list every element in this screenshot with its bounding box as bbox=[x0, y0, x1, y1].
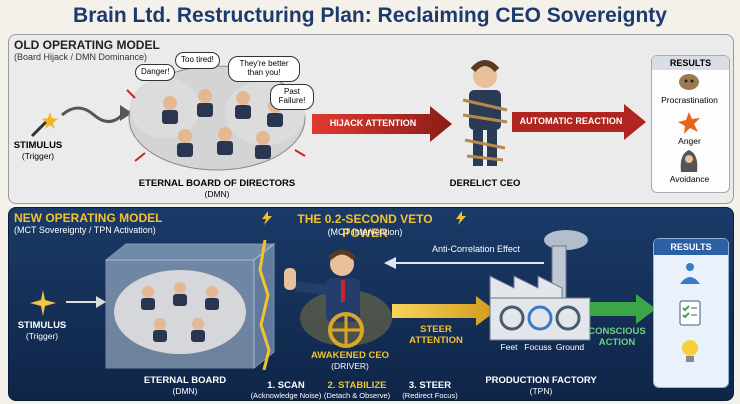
glass-cube bbox=[104, 242, 276, 370]
wand-icon bbox=[30, 112, 58, 138]
stimulus-arrow bbox=[61, 105, 132, 123]
anti-correlation-label: Anti-Correlation Effect bbox=[432, 244, 520, 254]
bubble-past-failure: Past Failure! bbox=[270, 84, 314, 110]
checklist-icon bbox=[679, 300, 701, 326]
veto-sub: (MCT Intervention) bbox=[327, 227, 403, 237]
step-scan: 1. SCAN bbox=[267, 380, 305, 391]
lightning-icon bbox=[456, 211, 466, 225]
bubble-danger: Danger! bbox=[135, 64, 176, 81]
hijack-arrow bbox=[312, 106, 452, 142]
old-model-subheader: (Board Hijack / DMN Dominance) bbox=[14, 52, 148, 62]
step-stabilize-sub: (Detach & Observe) bbox=[323, 391, 391, 400]
sloth-icon bbox=[679, 74, 699, 90]
old-model-header: OLD OPERATING MODEL bbox=[14, 38, 160, 52]
old-board-label: ETERNAL BOARD OF DIRECTORS bbox=[138, 178, 296, 189]
steer-arrow bbox=[392, 296, 496, 326]
bubble-too-tired: Too tired! bbox=[175, 52, 220, 69]
awakened-ceo-sub: (DRIVER) bbox=[331, 361, 369, 371]
lightning-icon bbox=[262, 211, 272, 225]
new-board-label: ETERNAL BOARD bbox=[143, 375, 227, 386]
step-stabilize: 2. STABILIZE bbox=[327, 380, 387, 391]
anti-correlation-arrow bbox=[384, 257, 544, 269]
bubble-better-than-you: They're better than you! bbox=[228, 56, 300, 82]
result-avoidance: Avoidance bbox=[669, 174, 710, 184]
reaction-arrow bbox=[512, 104, 646, 140]
result-procrastination: Procrastination bbox=[661, 95, 718, 105]
steer-label: STEER ATTENTION bbox=[409, 324, 463, 346]
reaction-label: AUTOMATIC REACTION bbox=[519, 116, 623, 126]
gear-ground: Ground bbox=[555, 342, 585, 352]
old-stimulus-sub: (Trigger) bbox=[21, 151, 55, 161]
spark-icon bbox=[30, 290, 56, 316]
veto-barrier bbox=[258, 240, 271, 370]
veto-title: THE 0.2-SECOND VETO POWER bbox=[297, 212, 433, 240]
conscious-arrow bbox=[590, 294, 656, 324]
factory-label: PRODUCTION FACTORY bbox=[485, 375, 597, 386]
factory-icon bbox=[489, 230, 591, 341]
new-results-header: RESULTS bbox=[654, 239, 728, 255]
hooded-figure-icon bbox=[680, 150, 698, 172]
derelict-ceo-figure bbox=[462, 60, 508, 166]
gear-focuss: Focuss bbox=[524, 342, 552, 352]
derelict-ceo-label: DERELICT CEO bbox=[449, 178, 521, 189]
old-results-header: RESULTS bbox=[652, 56, 729, 70]
new-model-subheader: (MCT Sovereignty / TPN Activation) bbox=[14, 225, 156, 235]
step-steer-sub: (Redirect Focus) bbox=[402, 391, 458, 400]
meditation-icon bbox=[680, 263, 700, 284]
new-stimulus-arrow bbox=[66, 296, 106, 308]
factory-sub: (TPN) bbox=[529, 386, 553, 396]
conscious-label: CONSCIOUS ACTION bbox=[588, 326, 646, 348]
old-stimulus-label: STIMULUS bbox=[13, 140, 63, 151]
new-board-sub: (DMN) bbox=[172, 386, 198, 396]
new-results-box: RESULTS bbox=[653, 238, 729, 388]
step-scan-sub: (Acknowledge Noise) bbox=[250, 391, 322, 400]
awakened-ceo-label: AWAKENED CEO bbox=[310, 350, 390, 361]
hijack-label: HIJACK ATTENTION bbox=[329, 118, 417, 128]
gear-feet: Feet bbox=[500, 342, 518, 352]
step-steer: 3. STEER bbox=[408, 380, 452, 391]
new-stimulus-label: STIMULUS bbox=[17, 320, 67, 331]
result-anger: Anger bbox=[678, 136, 701, 146]
new-stimulus-sub: (Trigger) bbox=[25, 331, 59, 341]
board-cloud bbox=[126, 65, 309, 171]
lightbulb-icon bbox=[682, 340, 698, 362]
awakened-ceo-figure bbox=[284, 249, 392, 348]
new-model-header: NEW OPERATING MODEL bbox=[14, 211, 163, 225]
old-board-sub: (DMN) bbox=[204, 189, 230, 199]
explosion-icon bbox=[678, 112, 700, 134]
page-title: Brain Ltd. Restructuring Plan: Reclaimin… bbox=[73, 4, 667, 27]
